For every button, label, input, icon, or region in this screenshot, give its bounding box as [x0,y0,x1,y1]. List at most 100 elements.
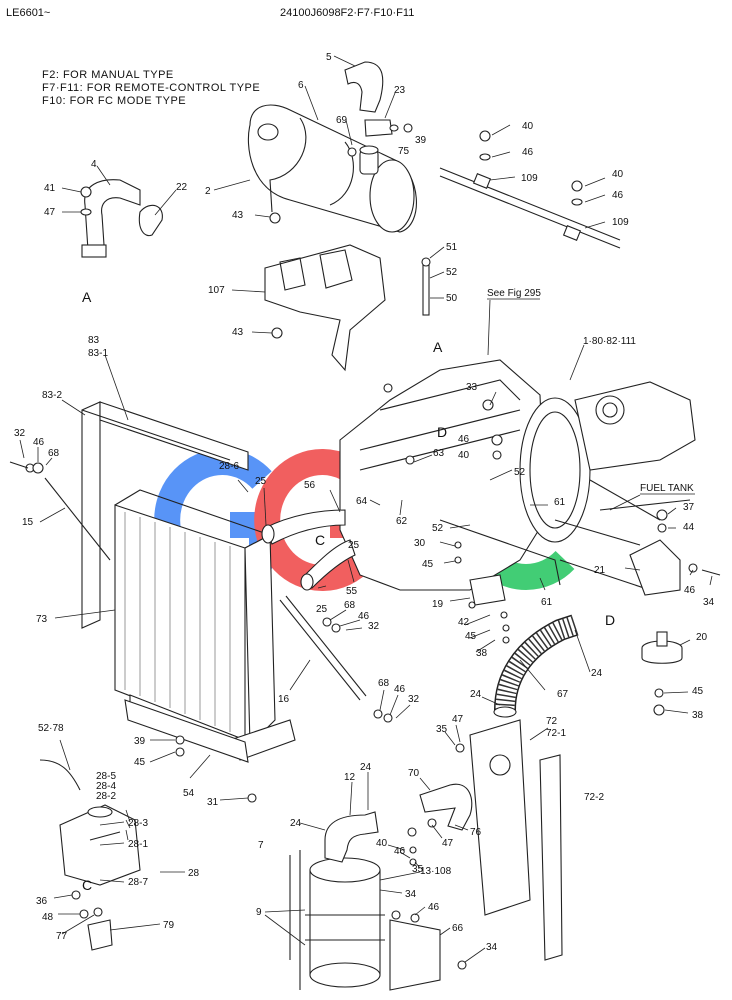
part-label: 36 [36,896,48,907]
part-label: 75 [398,146,410,157]
part-label: 68 [344,600,356,611]
part-label: 34 [405,889,417,900]
stay-rod-15 [44,477,111,561]
notes-block: F2: FOR MANUAL TYPE F7·F11: FOR REMOTE-C… [42,69,260,107]
engine-block [339,359,696,591]
part-label: 43 [232,210,244,221]
part-label: 77 [56,931,68,942]
part-label: 32 [368,621,380,632]
part-label: 28-3 [128,818,148,829]
part-label: 46 [394,684,406,695]
part-label: 25 [348,540,360,551]
part-label: 34 [486,942,498,953]
part-label: 62 [396,516,408,527]
part-label: 42 [458,617,470,628]
part-label: 44 [683,522,695,533]
part-labels: 5 6 23 69 39 75 2 43 4 41 47 22 40 46 10… [14,52,715,953]
part-label: 61 [554,497,566,508]
part-label: 38 [692,710,704,721]
part-label: 46 [522,147,534,158]
part-label: 52 [432,523,444,534]
part-label: 23 [394,85,406,96]
part-label: 24 [591,668,603,679]
radiator-hoses [261,509,356,591]
part-label: 45 [422,559,434,570]
part-label: 32 [14,428,26,439]
part-label: 46 [394,846,406,857]
engine-mounts [439,499,691,606]
part-label: 47 [452,714,464,725]
part-label: 2 [205,186,211,197]
part-label: 13·108 [420,866,452,877]
part-label: 5 [326,52,332,63]
elbow-pipe-12 [324,811,379,863]
part-label: 1·80·82·111 [583,336,636,347]
model-serial-label: LE6601~ [6,7,50,19]
part-label: 28-2 [96,791,116,802]
exhaust-pipe-left [81,179,163,258]
note-remote: F7·F11: FOR REMOTE-CONTROL TYPE [42,82,260,94]
part-label: 7 [258,840,264,851]
part-label: 28 [188,868,200,879]
callout-a-left: A [82,289,92,305]
stay-rod-16 [279,599,361,701]
part-label: 35 [436,724,448,735]
part-label: 51 [446,242,458,253]
pad-54 [124,699,249,763]
part-label: 46 [358,611,370,622]
part-label: 28-6 [219,461,239,472]
note-manual: F2: FOR MANUAL TYPE [42,69,174,81]
air-cleaner-9 [289,850,385,990]
assembly-code-label: 24100J6098F2·F7·F10·F11 [280,7,414,19]
part-label: 68 [378,678,390,689]
part-label: 24 [290,818,302,829]
part-label: 52·78 [38,723,64,734]
part-label: 4 [91,159,97,170]
part-label: 66 [452,923,464,934]
part-label: 47 [442,838,454,849]
part-label: 46 [458,434,470,445]
part-label: 33 [466,382,478,393]
muffler-assembly [247,61,431,372]
air-duct-70 [419,783,473,831]
part-label: 41 [44,183,56,194]
part-label: 64 [356,496,368,507]
callout-c-hose: C [315,532,325,548]
part-label: 37 [683,502,695,513]
throttle-cable-assembly [439,167,621,249]
part-label: 109 [612,217,629,228]
part-label: 40 [458,450,470,461]
leader-lines [19,55,713,963]
part-label: 39 [134,736,146,747]
part-label: 28-1 [128,839,148,850]
part-label: 34 [703,597,715,608]
part-label: 28-4 [96,781,116,792]
callout-a-engine: A [433,339,443,355]
part-label: 54 [183,788,195,799]
callout-d-engine: D [437,424,447,440]
part-label: 12 [344,772,356,783]
part-label: 28-5 [96,771,116,782]
part-label: 19 [432,599,444,610]
callout-c-tank: C [82,877,92,893]
part-label: 52 [446,267,458,278]
part-label: 83-1 [88,348,108,359]
reserve-tank-28 [39,759,141,886]
part-label: 16 [278,694,290,705]
part-label: 63 [433,448,445,459]
part-label: 40 [612,169,624,180]
part-label: 79 [163,920,175,931]
see-fig-reference: See Fig 295 [487,288,541,299]
part-label: 40 [376,838,388,849]
fuel-tank-reference: FUEL TANK [640,483,694,494]
part-label: 24 [470,689,482,700]
radiator-frame [81,401,249,629]
part-label: 83-2 [42,390,62,401]
part-label: 52 [514,467,526,478]
part-label: 72-1 [546,728,566,739]
part-label: 21 [594,565,606,576]
part-label: 15 [22,517,34,528]
part-label: 67 [557,689,569,700]
part-label: 56 [304,480,316,491]
